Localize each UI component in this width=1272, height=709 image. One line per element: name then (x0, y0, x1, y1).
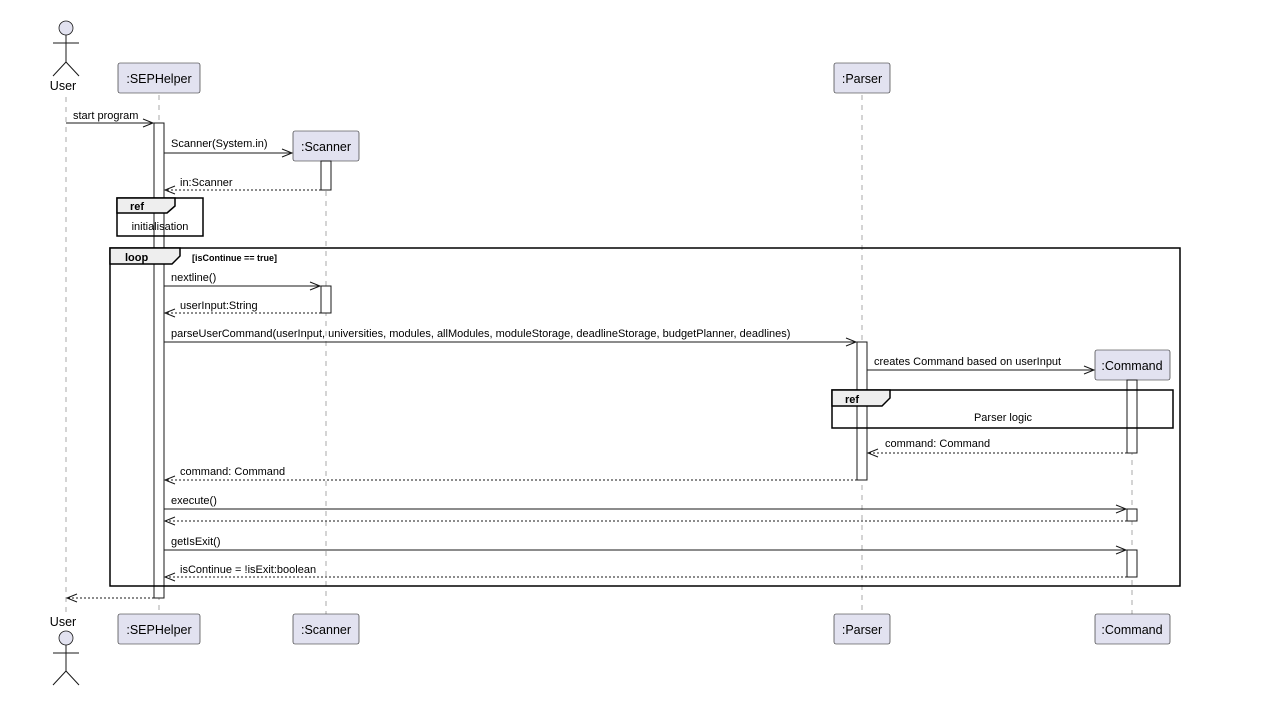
scanner-activation-nextline (320, 285, 332, 314)
msg-command-return-main: command: Command (163, 466, 857, 485)
participant-command-created: :Command (1094, 349, 1171, 381)
msg-parse-user-command: parseUserCommand(userInput, universities… (164, 328, 858, 347)
parser-activation (856, 341, 868, 481)
participant-parser-bottom-label: :Parser (842, 623, 882, 637)
scanner-activation-create (320, 160, 332, 191)
msg-nextline-label: nextline() (171, 272, 216, 284)
msg-in-scanner-return: in:Scanner (163, 177, 321, 195)
participant-command-bottom-label: :Command (1101, 623, 1162, 637)
msg-parse-user-command-label: parseUserCommand(userInput, universities… (171, 328, 790, 340)
ref-parser-text: Parser logic (974, 412, 1033, 424)
loop-tag: loop (125, 252, 148, 264)
user-actor-bottom: User (50, 615, 80, 686)
msg-user-input-return: userInput:String (163, 300, 321, 318)
participant-sephelper-bottom-label: :SEPHelper (126, 623, 191, 637)
participant-parser-top: :Parser (833, 62, 891, 94)
participant-command-bottom: :Command (1094, 613, 1171, 645)
actor-head-icon-bottom (58, 630, 74, 646)
msg-nextline: nextline() (164, 272, 322, 291)
loop-guard: [isContinue == true] (192, 253, 277, 263)
msg-creates-command: creates Command based on userInput (867, 356, 1096, 375)
participant-parser-bottom: :Parser (833, 613, 891, 645)
participant-sephelper-top: :SEPHelper (117, 62, 201, 94)
msg-is-continue-label: isContinue = !isExit:boolean (180, 564, 316, 576)
participant-sephelper-bottom: :SEPHelper (117, 613, 201, 645)
participant-parser-label: :Parser (842, 72, 882, 86)
msg-user-input-label: userInput:String (180, 300, 258, 312)
sephelper-activation (153, 122, 165, 599)
participant-scanner-label: :Scanner (301, 140, 351, 154)
participant-scanner-bottom-label: :Scanner (301, 623, 351, 637)
command-activation-isexit (1126, 549, 1138, 578)
msg-command-return-main-label: command: Command (180, 466, 285, 478)
ref-initialisation-text: initialisation (132, 221, 189, 233)
participant-command-label: :Command (1101, 359, 1162, 373)
actor-head-icon (58, 20, 74, 36)
msg-scanner-constructor-label: Scanner(System.in) (171, 138, 268, 150)
participant-scanner-created: :Scanner (292, 130, 360, 162)
ref-initialisation-frame: ref initialisation (116, 197, 204, 237)
command-activation-execute (1126, 508, 1138, 522)
msg-creates-command-label: creates Command based on userInput (874, 356, 1061, 368)
ref-parser-tag: ref (845, 394, 859, 406)
msg-execute-label: execute() (171, 495, 217, 507)
msg-start-program: start program (66, 110, 155, 128)
participant-sephelper-label: :SEPHelper (126, 72, 191, 86)
msg-return-to-user (65, 593, 154, 603)
loop-frame: loop [isContinue == true] (109, 247, 1181, 587)
msg-scanner-constructor: Scanner(System.in) (164, 138, 294, 158)
participant-scanner-bottom: :Scanner (292, 613, 360, 645)
msg-get-is-exit-label: getIsExit() (171, 536, 221, 548)
ref-parser-logic-frame: ref Parser logic (831, 389, 1174, 429)
msg-get-is-exit: getIsExit() (164, 536, 1128, 555)
command-activation-create (1126, 379, 1138, 454)
user-label-bottom: User (50, 615, 76, 629)
msg-in-scanner-label: in:Scanner (180, 177, 233, 189)
msg-is-continue-return: isContinue = !isExit:boolean (163, 564, 1127, 582)
user-actor-top: User (50, 20, 80, 93)
ref-initialisation-tag: ref (130, 201, 144, 213)
msg-execute: execute() (164, 495, 1128, 514)
msg-command-return-parser-label: command: Command (885, 438, 990, 450)
user-label-top: User (50, 79, 76, 93)
msg-execute-return (163, 516, 1127, 526)
msg-command-return-parser: command: Command (866, 438, 1127, 458)
msg-start-program-label: start program (73, 110, 138, 122)
